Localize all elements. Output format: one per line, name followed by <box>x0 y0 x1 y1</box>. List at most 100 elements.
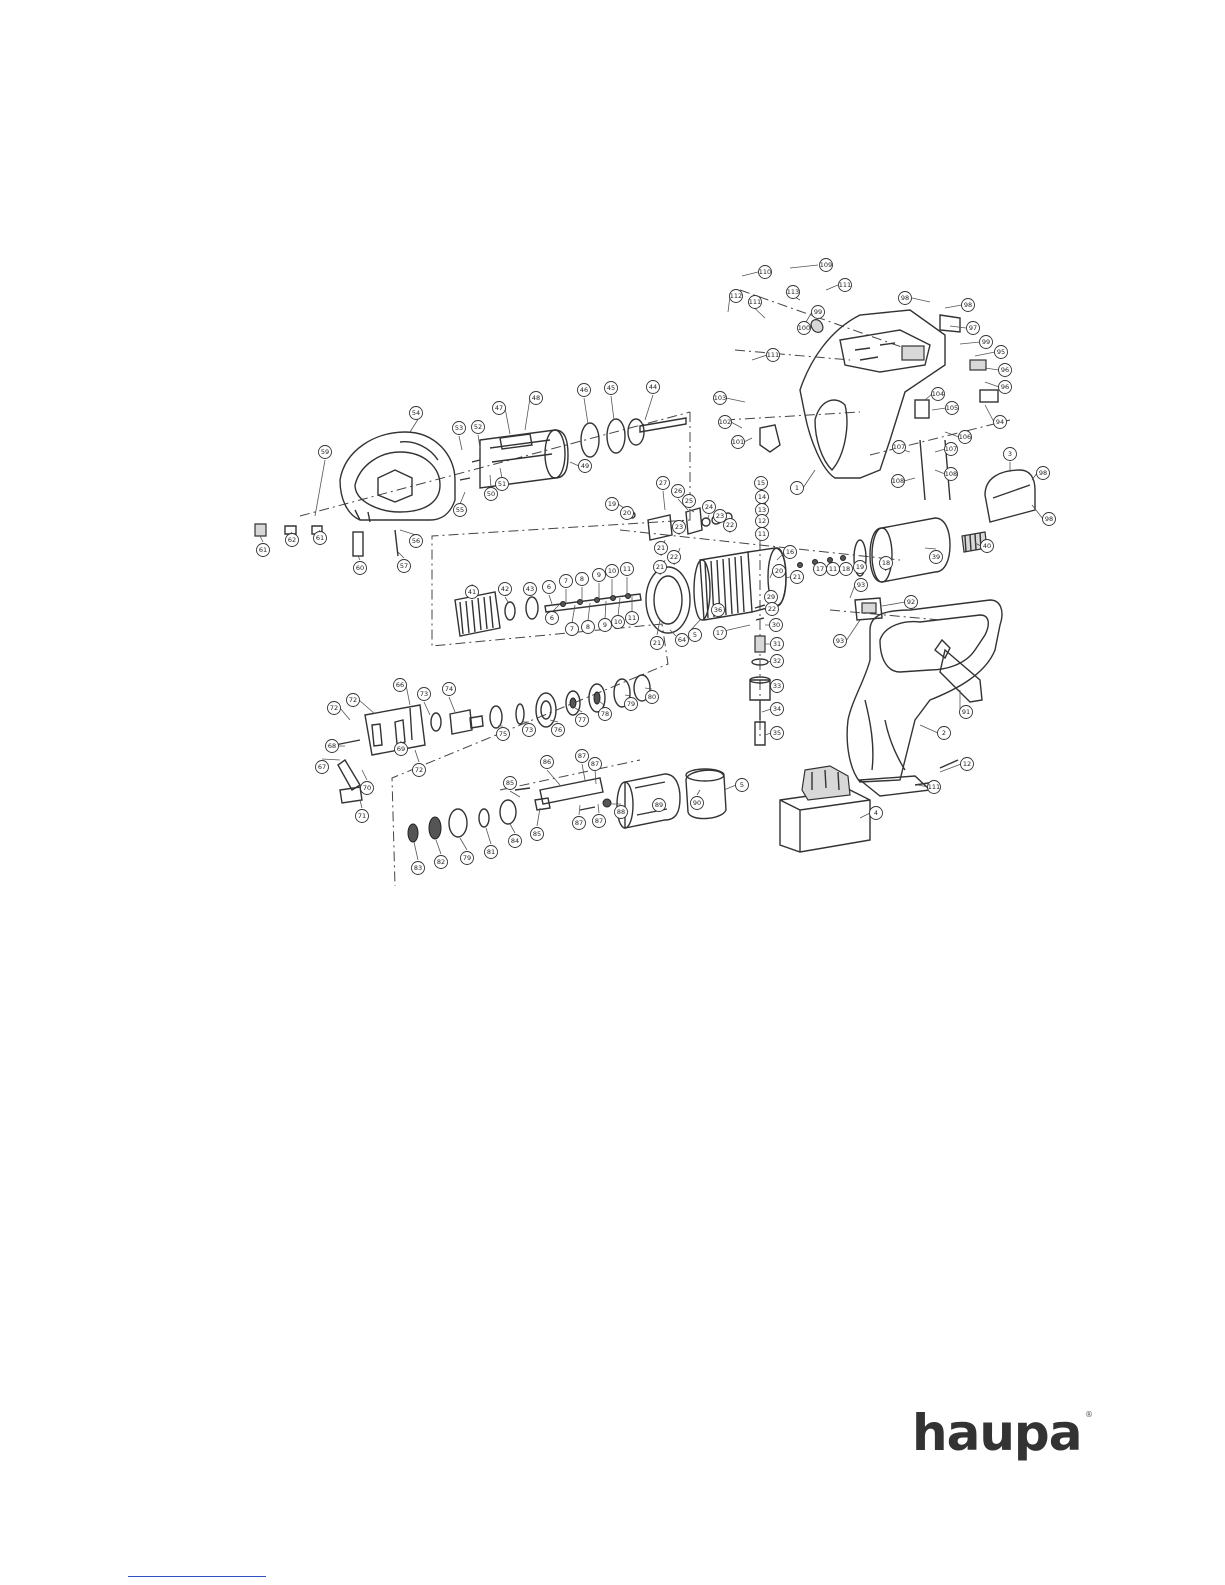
part-callout-number: 98 <box>964 301 972 309</box>
part-callout-circle <box>667 550 681 564</box>
part-callout: 79 <box>624 697 638 711</box>
part-callout-number: 106 <box>959 433 971 441</box>
part-callout-number: 70 <box>363 784 371 792</box>
part-callout-number: 40 <box>983 542 991 550</box>
part-callout-number: 72 <box>349 696 357 704</box>
part-callout: 61 <box>313 531 327 545</box>
part-callout-circle <box>360 781 374 795</box>
part-callout-number: 96 <box>1001 383 1009 391</box>
part-callout-number: 23 <box>675 523 683 531</box>
part-callout-number: 12 <box>963 760 971 768</box>
part-callout-number: 82 <box>437 858 445 866</box>
part-callout-number: 111 <box>767 351 779 359</box>
part-callout-number: 23 <box>716 512 724 520</box>
part-callout-number: 68 <box>328 742 336 750</box>
part-callout-number: 53 <box>455 424 463 432</box>
part-callout-circle <box>869 806 883 820</box>
part-callout: 67 <box>315 760 329 774</box>
part-callout: 19 <box>605 497 619 511</box>
part-callout: 76 <box>551 723 565 737</box>
part-callout-number: 14 <box>758 493 766 501</box>
part-callout-number: 98 <box>1045 515 1053 523</box>
part-callout-circle <box>646 380 660 394</box>
part-callout: 20 <box>620 506 634 520</box>
part-callout-number: 11 <box>758 530 766 538</box>
part-callout-number: 107 <box>945 445 957 453</box>
part-callout-number: 42 <box>501 585 509 593</box>
part-callout: 51 <box>495 477 509 491</box>
part-callout-number: 30 <box>772 621 780 629</box>
part-callout: 13 <box>755 503 769 517</box>
part-callout: 9 <box>592 568 606 582</box>
ram-and-spring-assembly <box>454 494 846 637</box>
part-callout-circle <box>394 742 408 756</box>
part-callout-number: 72 <box>330 704 338 712</box>
part-callout: 93 <box>833 634 847 648</box>
part-callout: 87 <box>575 749 589 763</box>
part-callout-circle <box>460 851 474 865</box>
part-callout-circle <box>353 561 367 575</box>
part-callout-number: 90 <box>693 799 701 807</box>
part-callout-circle <box>598 618 612 632</box>
part-callout: 23 <box>672 520 686 534</box>
part-callout-number: 26 <box>674 487 682 495</box>
part-callout-number: 34 <box>773 705 781 713</box>
part-callout: 110 <box>758 265 772 279</box>
part-callout: 4 <box>869 806 883 820</box>
part-callout: 93 <box>854 578 868 592</box>
part-callout-number: 11 <box>829 565 837 573</box>
part-callout-circle <box>833 634 847 648</box>
part-callout-circle <box>471 420 485 434</box>
part-callout-number: 62 <box>288 536 296 544</box>
part-callout-number: 51 <box>498 480 506 488</box>
part-callout-circle <box>592 568 606 582</box>
part-callout: 101 <box>731 435 745 449</box>
handle-and-battery <box>779 597 1003 853</box>
part-callout: 29 <box>764 590 778 604</box>
part-callout: 96 <box>998 380 1012 394</box>
footer-link-underline[interactable] <box>128 1576 266 1577</box>
part-callout-number: 54 <box>412 409 420 417</box>
part-callout: 9 <box>598 618 612 632</box>
part-callout: 90 <box>690 796 704 810</box>
part-callout-number: 101 <box>732 438 744 446</box>
part-callout-circle <box>929 550 943 564</box>
part-callout-number: 73 <box>420 690 428 698</box>
part-callout-circle <box>530 827 544 841</box>
part-callout-number: 73 <box>525 726 533 734</box>
part-callout-circle <box>411 861 425 875</box>
part-callout: 33 <box>770 679 784 693</box>
part-callout: 80 <box>645 690 659 704</box>
part-callout-number: 45 <box>607 384 615 392</box>
part-callout-circle <box>682 494 696 508</box>
part-callout: 7 <box>559 574 573 588</box>
part-callout: 83 <box>411 861 425 875</box>
part-callout-number: 47 <box>495 404 503 412</box>
part-callout-number: 3 <box>1008 450 1012 458</box>
part-callout: 36 <box>711 603 725 617</box>
part-callout-circle <box>766 348 780 362</box>
part-callout-number: 86 <box>543 758 551 766</box>
part-callout-circle <box>565 622 579 636</box>
part-callout-circle <box>758 265 772 279</box>
part-callout-circle <box>559 574 573 588</box>
part-callout-number: 98 <box>901 294 909 302</box>
part-callout-number: 94 <box>996 418 1004 426</box>
part-callout-number: 61 <box>316 534 324 542</box>
part-callout-circle <box>1003 447 1017 461</box>
part-callout-circle <box>285 533 299 547</box>
part-callout-circle <box>453 503 467 517</box>
part-callout-number: 16 <box>786 548 794 556</box>
part-callout-number: 15 <box>757 479 765 487</box>
part-callout: 99 <box>811 305 825 319</box>
part-callout-number: 6 <box>550 614 554 622</box>
part-callout-number: 29 <box>767 593 775 601</box>
part-callout: 103 <box>713 391 727 405</box>
part-callout-circle <box>672 520 686 534</box>
part-callout-circle <box>588 757 602 771</box>
part-callout-number: 20 <box>775 567 783 575</box>
part-callout: 92 <box>904 595 918 609</box>
part-callout-circle <box>819 258 833 272</box>
part-callout-number: 17 <box>816 565 824 573</box>
part-callout-circle <box>484 487 498 501</box>
